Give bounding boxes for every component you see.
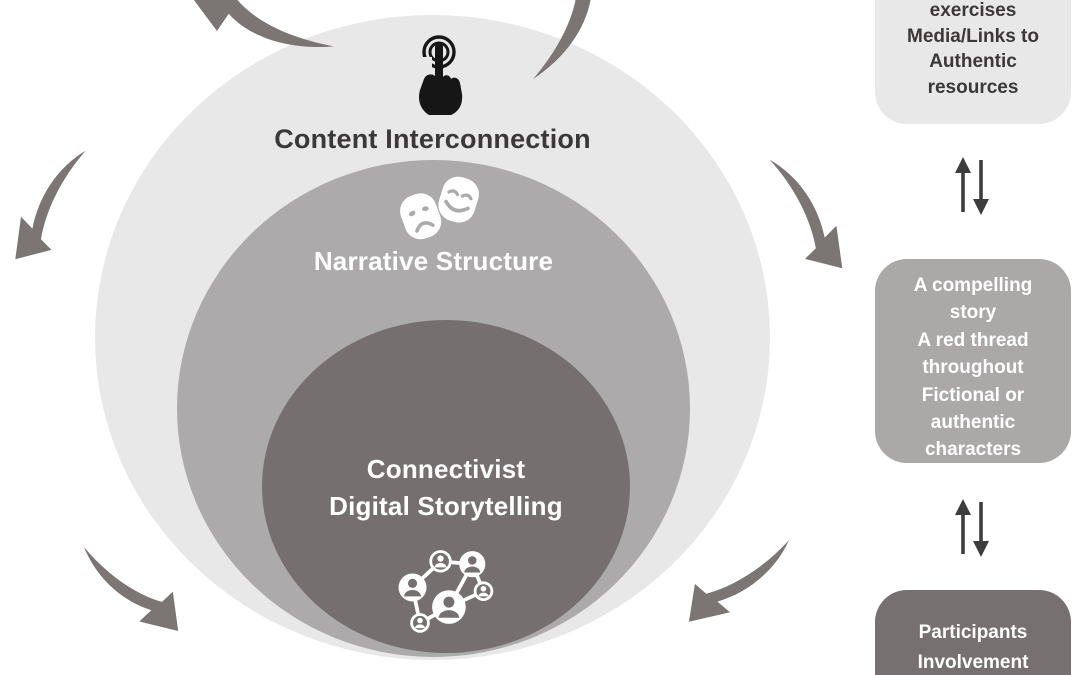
participants-box: Participants Involvement — [875, 590, 1071, 675]
story-box-line: throughout — [922, 357, 1024, 379]
theater-masks-icon — [388, 168, 492, 248]
network-people-icon — [392, 538, 504, 650]
narrative-structure-label: Narrative Structure — [313, 246, 554, 276]
story-box: A compelling story A red thread througho… — [875, 259, 1071, 463]
curved-arrow-right-icon — [758, 155, 856, 273]
resources-box-line: Authentic — [929, 51, 1017, 72]
resources-box-line: Media/Links to — [907, 25, 1039, 47]
curved-arrow-left-icon — [2, 146, 97, 264]
story-box-line: authentic — [930, 412, 1016, 434]
cds-label-line-1: Connectivist — [366, 454, 526, 484]
story-box-line: A red thread — [917, 329, 1029, 351]
up-down-arrows-icon — [948, 156, 996, 216]
resources-box-line: resources — [927, 76, 1019, 98]
resources-box: exercises Media/Links to Authentic resou… — [875, 0, 1071, 124]
cds-label-line-2: Digital Storytelling — [329, 491, 563, 521]
story-box-line: Fictional or — [921, 384, 1025, 406]
resources-box-line: exercises — [929, 0, 1017, 21]
content-interconnection-label: Content Interconnection — [274, 124, 591, 154]
participants-box-line: Participants — [918, 622, 1028, 643]
curved-arrow-bottom-left-icon — [72, 534, 190, 645]
story-box-line: story — [949, 302, 997, 324]
participants-box-line: Involvement — [917, 651, 1029, 673]
up-down-arrows-icon — [948, 498, 996, 558]
story-box-line: A compelling — [913, 275, 1033, 296]
tap-icon — [405, 30, 469, 118]
curved-arrow-bottom-right-icon — [677, 528, 801, 636]
connectivist-digital-storytelling-label: Connectivist Digital Storytelling — [262, 451, 630, 525]
curved-arrow-top-right-icon — [495, 0, 650, 87]
story-box-line: characters — [924, 439, 1022, 461]
